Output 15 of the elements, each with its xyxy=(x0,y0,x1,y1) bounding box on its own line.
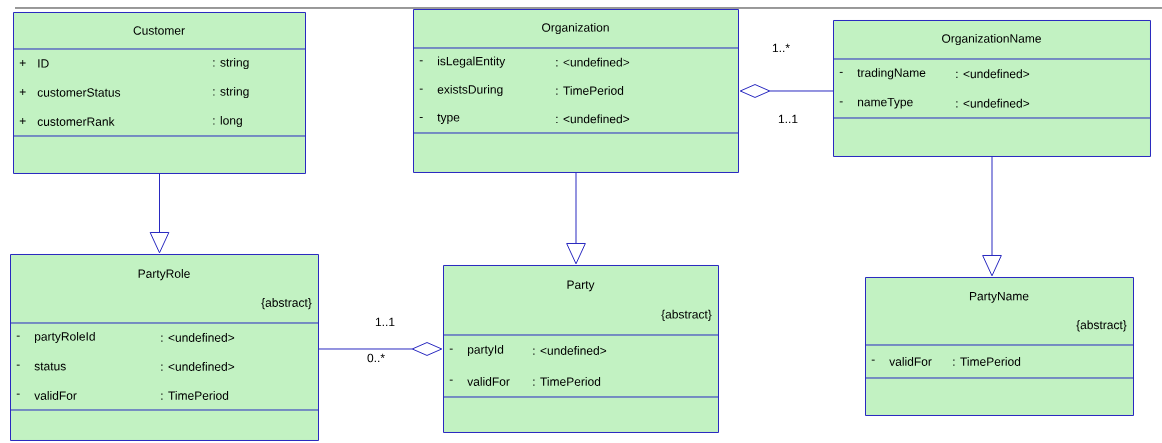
class-box: Party {abstract} - partyId : <undefined> - validFor : TimePeriod xyxy=(442,265,719,433)
multiplicity-label: 1..1 xyxy=(375,317,395,327)
aggregation-line xyxy=(739,84,834,98)
multiplicity-label: 0..* xyxy=(367,353,385,363)
class-box: Organization - isLegalEntity : <undefined> - existsDuring : TimePeriod - type : <undefined> xyxy=(412,9,739,173)
generalization-arrow xyxy=(149,173,170,254)
aggregation-line xyxy=(318,342,443,356)
generalization-arrow xyxy=(566,172,586,265)
class-box: OrganizationName - tradingName : <undefined> - nameType : <undefined> xyxy=(832,20,1151,157)
multiplicity-label: 1..1 xyxy=(778,114,798,124)
generalization-arrow xyxy=(982,156,1002,277)
multiplicity-label: 1..* xyxy=(772,43,790,53)
class-box: Customer + ID : string + customerStatus : string + customerRank : long xyxy=(12,12,306,174)
class-box: PartyRole {abstract} - partyRoleId : <undefined> - status : <undefined> - validFor : TimePeriod xyxy=(9,254,319,441)
class-box: PartyName {abstract} - validFor : TimePeriod xyxy=(864,277,1134,416)
